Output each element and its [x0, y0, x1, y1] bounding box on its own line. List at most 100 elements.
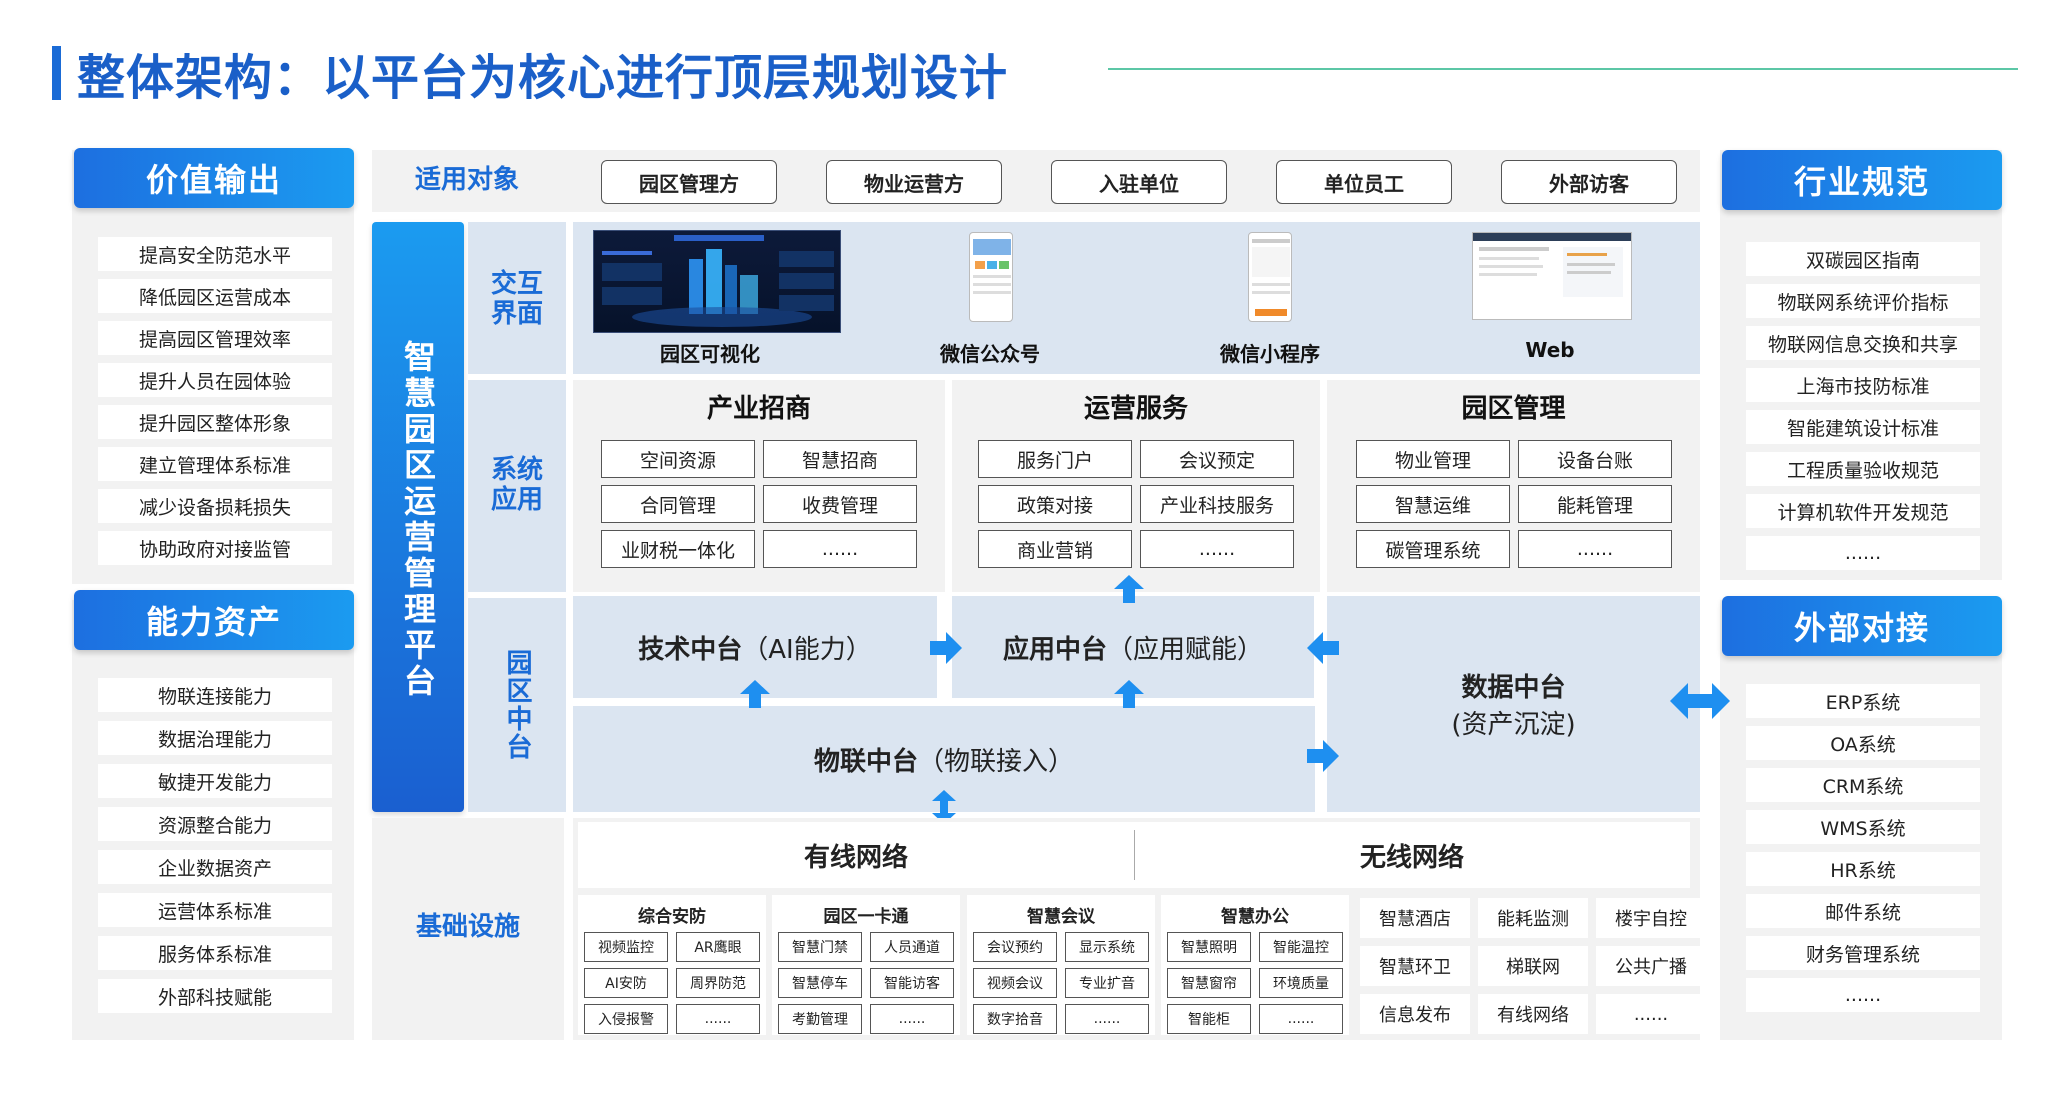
app-item: 物业管理: [1356, 440, 1510, 478]
target-visitor: 外部访客: [1501, 160, 1677, 204]
iot-sub: （物联接入）: [918, 746, 1075, 777]
app-group-title: 产业招商: [706, 394, 811, 424]
platform-bar: [372, 222, 464, 812]
capability-item: 服务体系标准: [98, 936, 332, 970]
value-item: 建立管理体系标准: [98, 447, 332, 481]
external-item: HR系统: [1746, 852, 1980, 886]
value-item: 提升园区整体形象: [98, 405, 332, 439]
app-item: 服务门户: [978, 440, 1132, 478]
infra-item: 智慧照明: [1167, 932, 1251, 962]
norms-item: ......: [1746, 536, 1980, 570]
target-employee: 单位员工: [1276, 160, 1452, 204]
capability-item: 敏捷开发能力: [98, 764, 332, 798]
app-item: 政策对接: [978, 485, 1132, 523]
capability-item: 运营体系标准: [98, 893, 332, 927]
platform-label: 智慧园区运营管理平台: [399, 340, 437, 700]
app-group-title: 园区管理: [1461, 394, 1566, 424]
norms-item: 上海市技防标准: [1746, 368, 1980, 402]
external-item: ERP系统: [1746, 684, 1980, 718]
infra-extra-item: ......: [1596, 994, 1706, 1034]
app-item: 智慧运维: [1356, 485, 1510, 523]
infra-item: ......: [1065, 1004, 1149, 1034]
external-item: 财务管理系统: [1746, 936, 1980, 970]
network-divider: [1134, 830, 1135, 880]
external-item: 邮件系统: [1746, 894, 1980, 928]
value-list: 提高安全防范水平降低园区运营成本提高园区管理效率提升人员在园体验提升园区整体形象…: [98, 237, 332, 565]
external-item: CRM系统: [1746, 768, 1980, 802]
infra-group-title: 园区一卡通: [823, 907, 909, 927]
arrow-up-to-tech: [740, 680, 770, 708]
arrow-both-infra-iot: [932, 790, 956, 824]
infra-extra-item: 公共广播: [1596, 946, 1706, 986]
title-accent-bar: [52, 46, 61, 100]
infra-item: ......: [1259, 1004, 1343, 1034]
app-sub: （应用赋能）: [1107, 634, 1264, 665]
capability-list: 物联连接能力数据治理能力敏捷开发能力资源整合能力企业数据资产运营体系标准服务体系…: [98, 678, 332, 1013]
middle-label: 园区中台: [501, 649, 532, 761]
infra-item: 显示系统: [1065, 932, 1149, 962]
infra-label-bg: [372, 818, 564, 1040]
capability-item: 资源整合能力: [98, 807, 332, 841]
middle-label-bg: [468, 598, 566, 812]
page-title: 整体架构：以平台为核心进行顶层规划设计: [77, 50, 1009, 106]
infra-item: 智慧停车: [778, 968, 862, 998]
value-item: 减少设备损耗损失: [98, 489, 332, 523]
target-tenant: 入驻单位: [1051, 160, 1227, 204]
target-park-manager: 园区管理方: [601, 160, 777, 204]
infra-item: 数字拾音: [973, 1004, 1057, 1034]
tech-main: 技术中台: [638, 634, 743, 665]
interaction-label-bg: [468, 222, 566, 374]
app-item: 能耗管理: [1518, 485, 1672, 523]
infra-item: 智慧门禁: [778, 932, 862, 962]
infra-item: 视频会议: [973, 968, 1057, 998]
iot-main: 物联中台: [813, 746, 918, 777]
title-divider: [1108, 68, 2018, 70]
infra-group-title: 智慧办公: [1221, 907, 1289, 927]
value-item: 提升人员在园体验: [98, 363, 332, 397]
infra-extra-item: 梯联网: [1478, 946, 1588, 986]
interaction-label: 交互界面: [482, 265, 552, 335]
app-item: 收费管理: [763, 485, 917, 523]
capability-item: 外部科技赋能: [98, 979, 332, 1013]
capability-item: 物联连接能力: [98, 678, 332, 712]
infra-item: 智慧窗帘: [1167, 968, 1251, 998]
app-group-title: 运营服务: [1083, 394, 1188, 424]
infra-extra-item: 智慧酒店: [1360, 898, 1470, 938]
target-property-operator: 物业运营方: [826, 160, 1002, 204]
arrow-up-to-app: [1114, 680, 1144, 708]
arrow-right-iot-to-data: [1307, 740, 1339, 772]
app-main: 应用中台: [1002, 634, 1107, 665]
wireless-network: 无线网络: [1359, 842, 1464, 873]
external-header: 外部对接: [1722, 596, 2002, 656]
app-item: ......: [1140, 530, 1294, 568]
interaction-label-text: 交互界面: [490, 269, 543, 329]
screen-label-web: Web: [1525, 338, 1575, 362]
system-label: 系统应用: [480, 446, 554, 526]
infra-extra-item: 楼宇自控: [1596, 898, 1706, 938]
wechat-public-screenshot: [969, 232, 1013, 322]
norms-list: 双碳园区指南物联网系统评价指标物联网信息交换和共享上海市技防标准智能建筑设计标准…: [1746, 242, 1980, 570]
infra-group-title: 智慧会议: [1027, 907, 1095, 927]
external-item: WMS系统: [1746, 810, 1980, 844]
infra-extra-item: 智慧环卫: [1360, 946, 1470, 986]
value-item: 提高安全防范水平: [98, 237, 332, 271]
infra-item: AR鹰眼: [676, 932, 760, 962]
external-item: ......: [1746, 978, 1980, 1012]
value-header: 价值输出: [74, 148, 354, 208]
wired-network: 有线网络: [803, 842, 908, 873]
arrow-right-tech-to-app: [930, 632, 962, 664]
infra-item: 会议预约: [973, 932, 1057, 962]
app-middle-platform: 应用中台（应用赋能）: [952, 596, 1314, 698]
infra-extra-item: 信息发布: [1360, 994, 1470, 1034]
infra-item: 入侵报警: [584, 1004, 668, 1034]
capability-header: 能力资产: [74, 590, 354, 650]
app-item: 业财税一体化: [601, 530, 755, 568]
arrow-left-data-to-app: [1307, 632, 1339, 664]
capability-item: 数据治理能力: [98, 721, 332, 755]
infra-item: 人员通道: [870, 932, 954, 962]
data-sub: (资产沉淀): [1451, 710, 1576, 740]
norms-item: 计算机软件开发规范: [1746, 494, 1980, 528]
infra-item: AI安防: [584, 968, 668, 998]
infra-item: ......: [676, 1004, 760, 1034]
